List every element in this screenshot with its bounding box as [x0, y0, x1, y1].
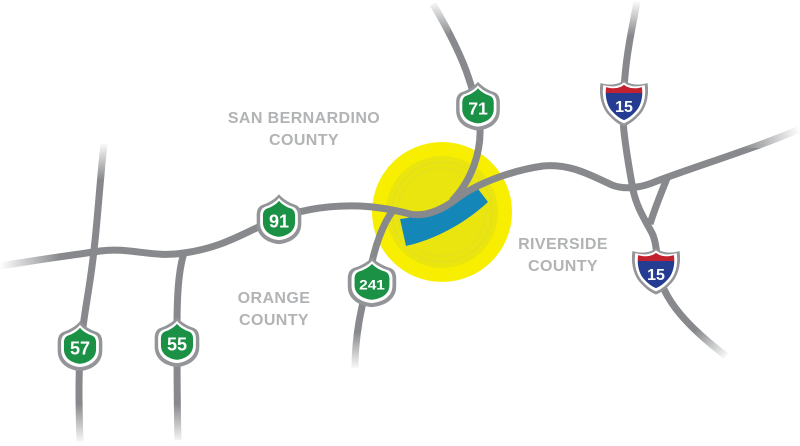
county-label-line: ORANGE	[237, 290, 311, 307]
road-i15-connector-ramp	[646, 174, 672, 226]
interstate-shield-15-north: 15	[600, 80, 648, 127]
ca-route-shield-91: 91	[256, 194, 302, 245]
county-label-line: COUNTY	[528, 258, 598, 275]
interstate-shield-15-south: 15	[632, 248, 680, 295]
ca-route-shield-241: 241	[347, 257, 397, 308]
ca-route-shield-71: 71	[456, 81, 500, 131]
route-55-number: 55	[167, 335, 187, 355]
county-label-san-bernardino: SAN BERNARDINO COUNTY	[194, 108, 414, 152]
county-label-riverside: RIVERSIDE COUNTY	[453, 234, 673, 278]
route-71-number: 71	[468, 98, 488, 118]
route-241-number: 241	[359, 278, 385, 293]
i15-north-number: 15	[615, 99, 633, 116]
road-i15	[619, 1, 729, 359]
county-label-orange: ORANGE COUNTY	[164, 288, 384, 332]
route-57-number: 57	[70, 339, 90, 359]
county-label-line: COUNTY	[269, 132, 339, 149]
route-91-number: 91	[269, 212, 289, 232]
county-label-line: RIVERSIDE	[518, 236, 608, 253]
i15-south-number: 15	[647, 267, 665, 284]
ca-route-shield-55: 55	[154, 317, 200, 368]
ca-route-shield-57: 57	[57, 321, 103, 372]
county-label-line: SAN BERNARDINO	[227, 110, 381, 127]
road-sr57	[75, 143, 108, 443]
county-label-line: COUNTY	[239, 312, 309, 329]
project-segment-blue	[400, 185, 488, 246]
